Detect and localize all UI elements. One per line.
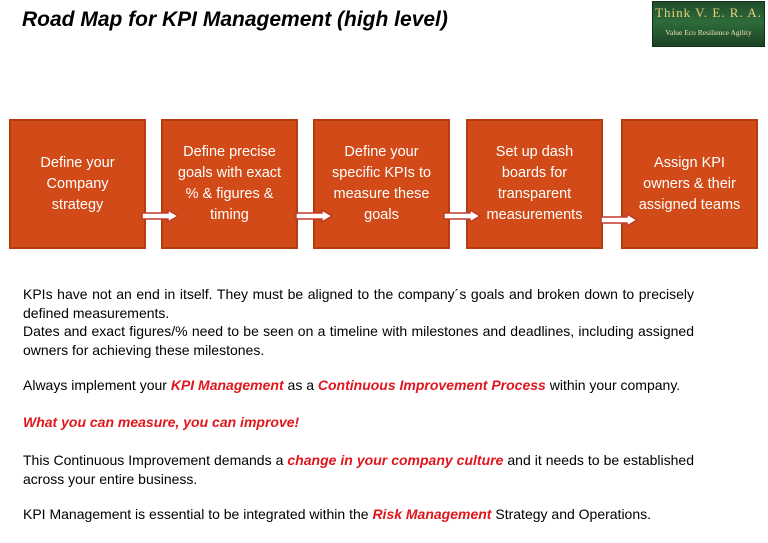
paragraph-timeline: Dates and exact figures/% need to be see…: [23, 323, 694, 358]
p3-highlight-kpi-management: KPI Management: [170, 377, 284, 393]
paragraph-kpi-alignment: KPIs have not an end in itself. They mus…: [23, 286, 694, 321]
paragraph-culture: This Continuous Improvement demands a ch…: [23, 451, 694, 489]
p3-text-2: as a: [283, 377, 318, 393]
logo-tagline: Value Eco Resilience Agility: [665, 28, 752, 37]
arrow-right-icon: [295, 209, 333, 223]
page-title: Road Map for KPI Management (high level): [22, 8, 448, 31]
p6-text-1: KPI Management is essential to be integr…: [23, 506, 373, 522]
arrow-right-icon: [600, 213, 638, 227]
step-3-box: Define your specific KPIs to measure the…: [313, 119, 450, 249]
p5-text-1: This Continuous Improvement demands a: [23, 452, 288, 468]
p6-text-2: Strategy and Operations.: [491, 506, 652, 522]
step-5-label: Assign KPI owners & their assigned teams: [638, 154, 741, 213]
p3-highlight-cip: Continuous Improvement Process: [317, 377, 546, 393]
step-2-label: Define precise goals with exact % & figu…: [177, 144, 282, 223]
arrow-right-icon: [141, 209, 179, 223]
step-1-label: Define your Company strategy: [40, 154, 115, 213]
step-2-box: Define precise goals with exact % & figu…: [161, 119, 298, 249]
p6-highlight-risk: Risk Management: [372, 506, 492, 522]
step-4-box: Set up dash boards for transparent measu…: [466, 119, 603, 249]
paragraph-slogan: What you can measure, you can improve!: [23, 414, 300, 430]
paragraph-risk-management: KPI Management is essential to be integr…: [23, 505, 694, 524]
p3-text-1: Always implement your: [23, 377, 171, 393]
p3-text-3: within your company.: [545, 377, 681, 393]
paragraph-continuous-improvement: Always implement your KPI Management as …: [23, 376, 694, 395]
step-5-box: Assign KPI owners & their assigned teams: [621, 119, 758, 249]
arrow-right-icon: [443, 209, 481, 223]
p5-highlight-culture: change in your company culture: [287, 452, 504, 468]
p5-text-2: and it needs to be established across yo…: [23, 452, 694, 487]
step-4-label: Set up dash boards for transparent measu…: [486, 144, 583, 223]
think-vera-logo: Think V. E. R. A. Value Eco Resilience A…: [652, 1, 765, 47]
step-1-box: Define your Company strategy: [9, 119, 146, 249]
logo-main-text: Think V. E. R. A.: [655, 5, 762, 20]
step-3-label: Define your specific KPIs to measure the…: [331, 144, 432, 223]
